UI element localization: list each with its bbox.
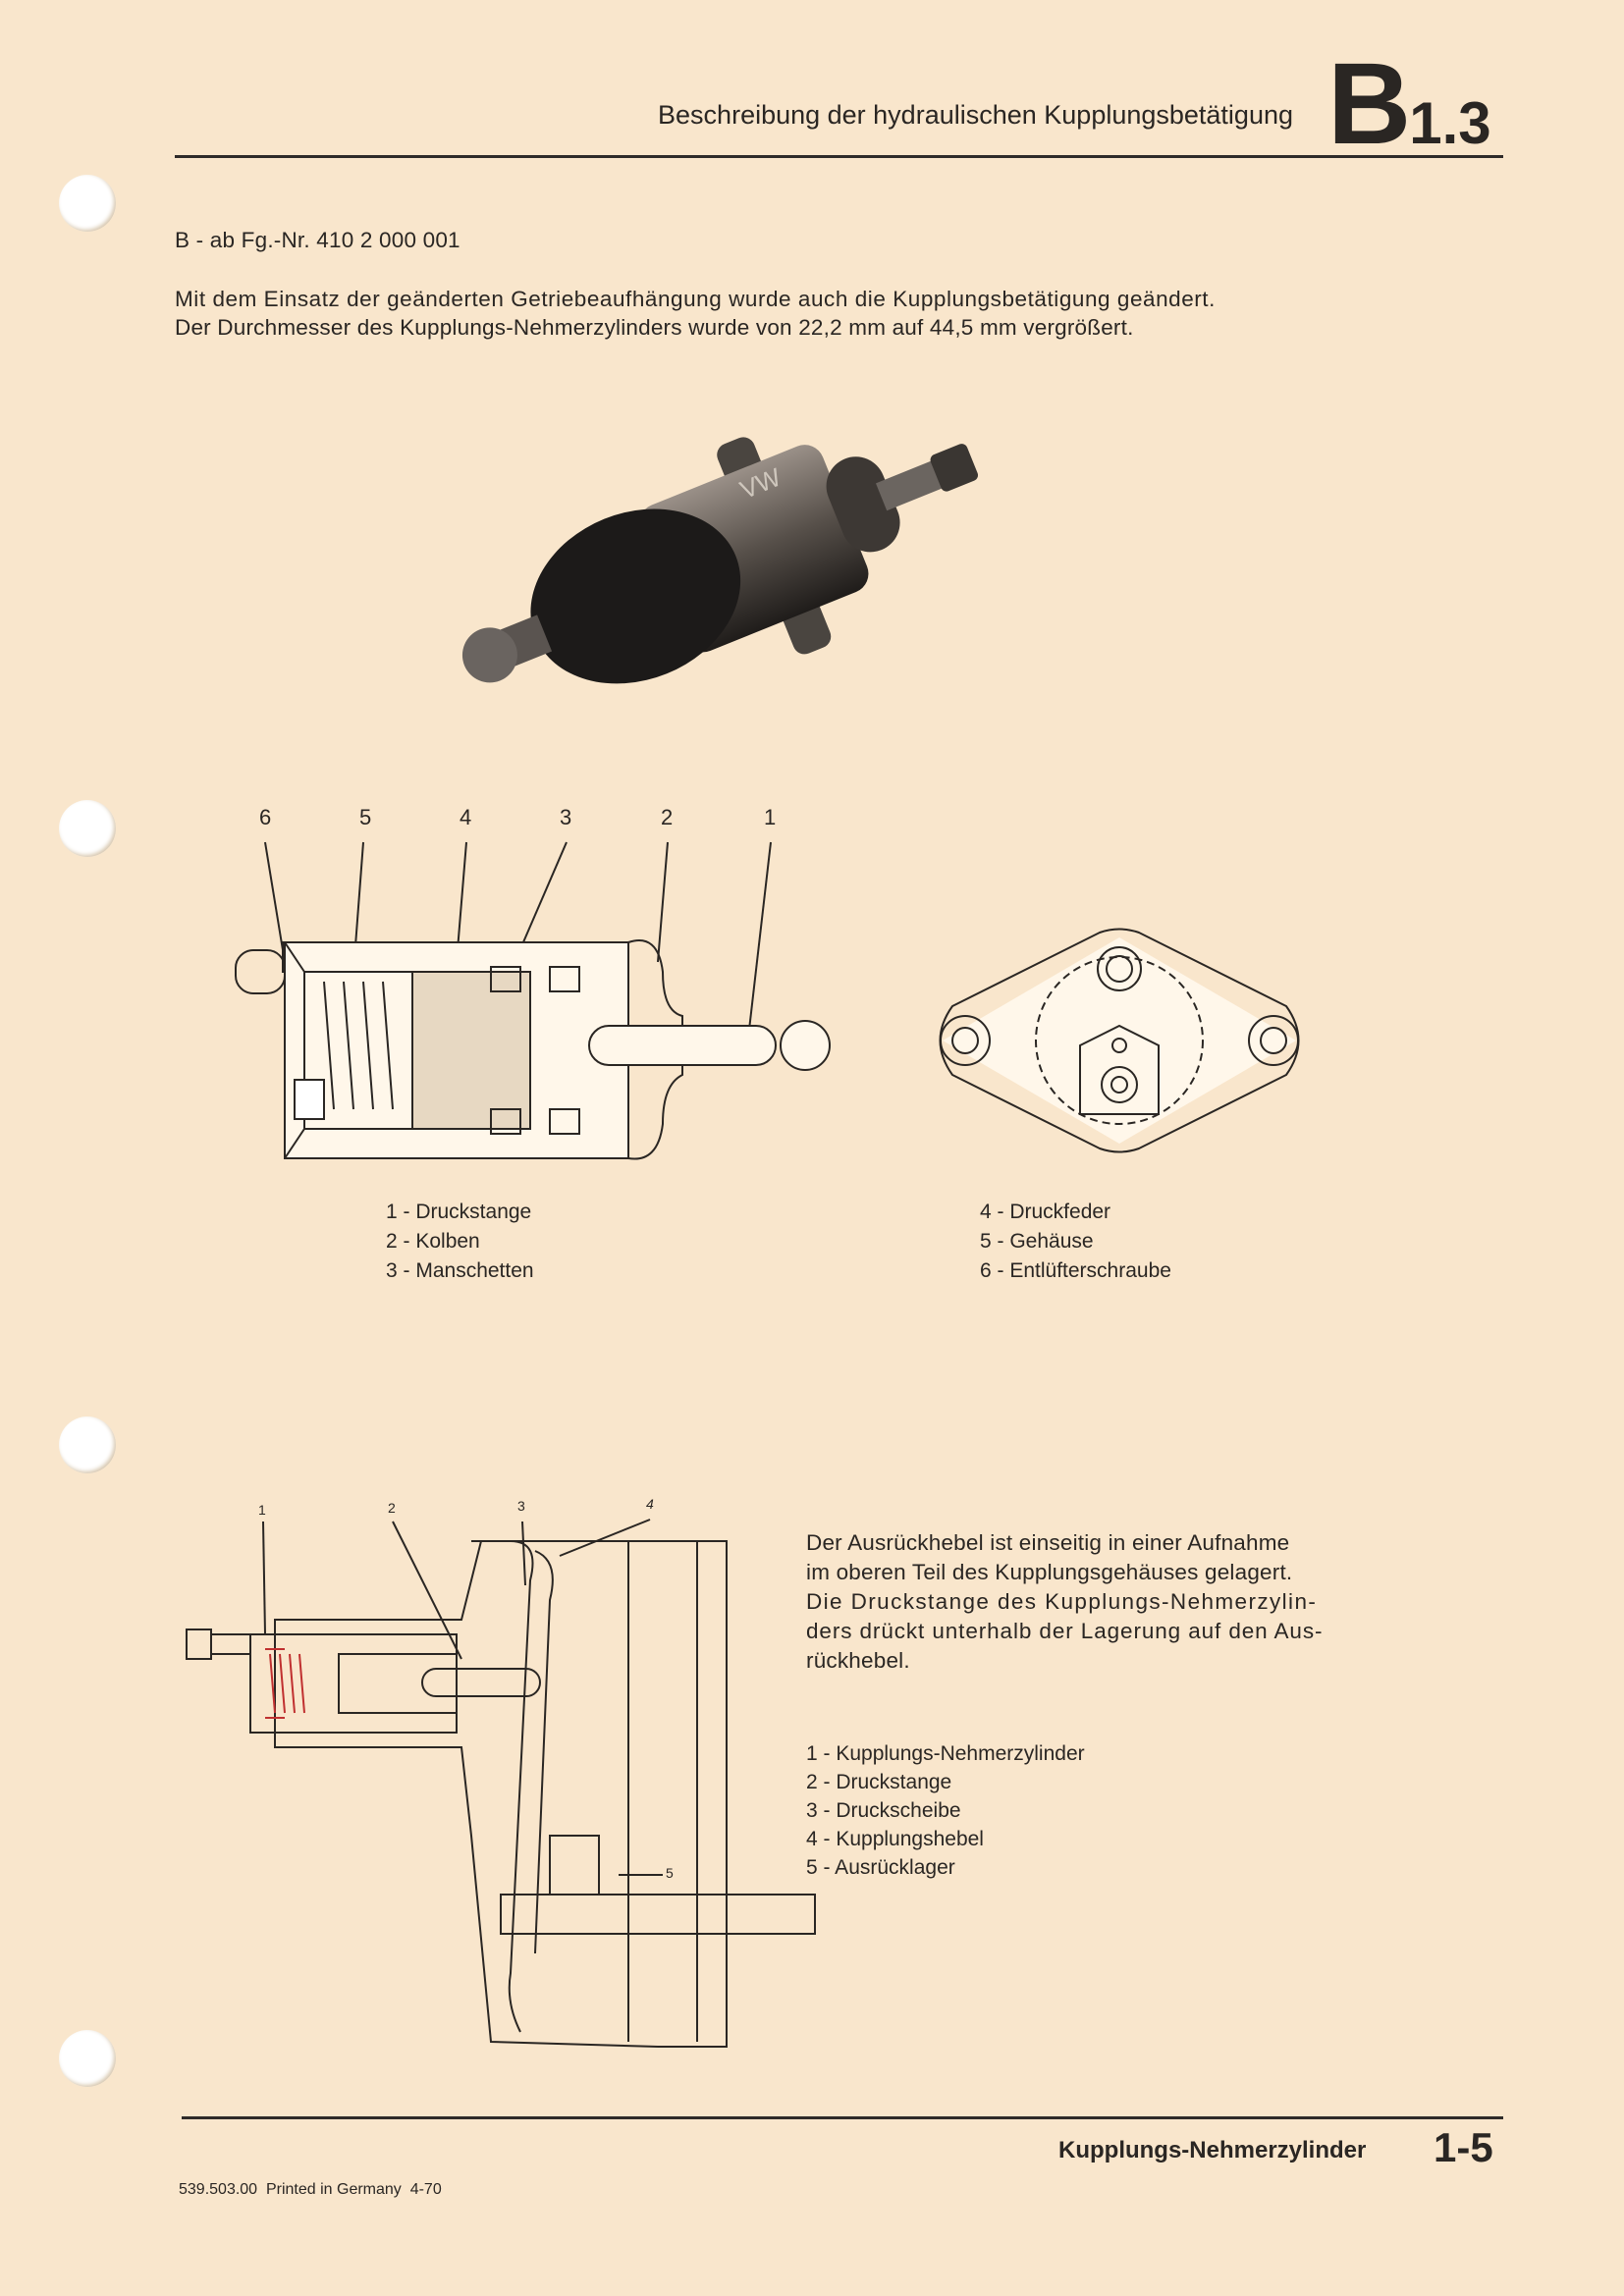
footer-rule <box>182 2116 1503 2119</box>
legend-item: 6 - Entlüfterschraube <box>980 1259 1171 1282</box>
description-line: rückhebel. <box>806 1648 910 1673</box>
callout-1: 1 <box>258 1502 266 1518</box>
punch-hole <box>59 175 116 232</box>
intro-line: Mit dem Einsatz der geänderten Getriebea… <box>175 287 1216 311</box>
punch-hole <box>59 2030 116 2087</box>
callout-5: 5 <box>666 1865 674 1881</box>
legend-item: 4 - Kupplungshebel <box>806 1828 984 1850</box>
legend-item: 2 - Kolben <box>386 1230 480 1253</box>
header-rule <box>175 155 1503 158</box>
legend-item: 1 - Kupplungs-Nehmerzylinder <box>806 1742 1085 1765</box>
page-number: 1-5 <box>1434 2124 1493 2170</box>
clutch-assembly-drawing <box>186 1519 816 2048</box>
legend-item: 1 - Druckstange <box>386 1201 532 1223</box>
print-info: 539.503.00 Printed in Germany 4-70 <box>179 2181 442 2198</box>
callout-2: 2 <box>661 805 674 829</box>
description-line: im oberen Teil des Kupplungsgehäuses gel… <box>806 1560 1293 1584</box>
section-letter: B <box>1327 39 1411 169</box>
end-view-drawing <box>939 928 1300 1153</box>
legend-item: 4 - Druckfeder <box>980 1201 1111 1223</box>
section-subnumber: 1.3 <box>1409 90 1491 156</box>
callout-4: 4 <box>460 805 472 829</box>
callout-5: 5 <box>359 805 372 829</box>
slave-cylinder-photo: VW <box>461 437 979 684</box>
footer-title: Kupplungs-Nehmerzylinder <box>1058 2137 1367 2163</box>
callout-6: 6 <box>259 805 272 829</box>
description-line: Der Ausrückhebel ist einseitig in einer … <box>806 1530 1290 1555</box>
callout-1: 1 <box>764 805 777 829</box>
page-title: Beschreibung der hydraulischen Kupplungs… <box>658 100 1293 130</box>
callout-3: 3 <box>560 805 572 829</box>
legend-item: 2 - Druckstange <box>806 1771 952 1793</box>
legend-item: 3 - Manschetten <box>386 1259 534 1282</box>
variant-note: B - ab Fg.-Nr. 410 2 000 001 <box>175 228 460 252</box>
section-number: B1.3 <box>1327 37 1491 171</box>
callout-2: 2 <box>388 1500 396 1516</box>
intro-line: Der Durchmesser des Kupplungs-Nehmerzyli… <box>175 315 1134 340</box>
legend-item: 5 - Ausrücklager <box>806 1856 955 1879</box>
cross-section-drawing <box>235 841 831 1160</box>
legend-item: 5 - Gehäuse <box>980 1230 1094 1253</box>
punch-hole <box>59 1416 116 1473</box>
legend-item: 3 - Druckscheibe <box>806 1799 961 1822</box>
description-line: ders drückt unterhalb der Lagerung auf d… <box>806 1619 1324 1643</box>
callout-4: 4 <box>646 1496 654 1512</box>
punch-hole <box>59 800 116 857</box>
description-line: Die Druckstange des Kupplungs-Nehmerzyli… <box>806 1589 1318 1614</box>
callout-3: 3 <box>517 1498 525 1514</box>
